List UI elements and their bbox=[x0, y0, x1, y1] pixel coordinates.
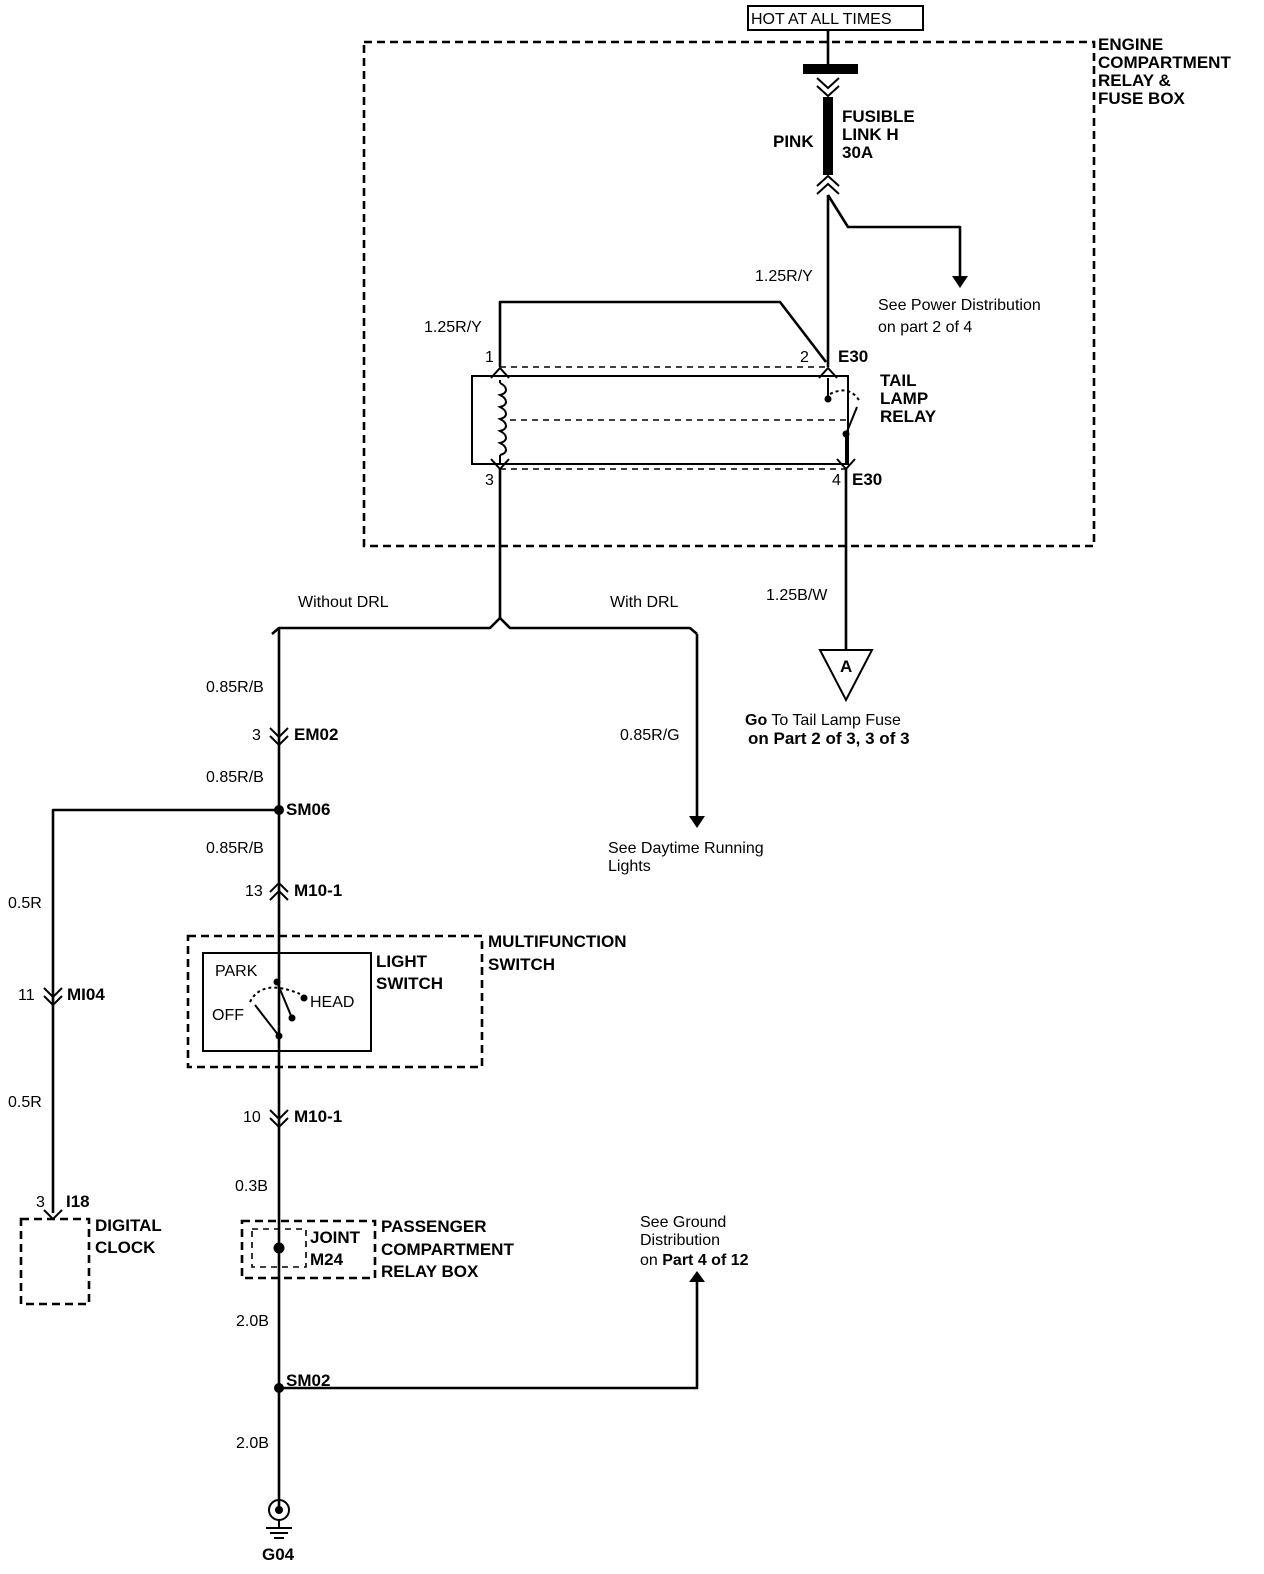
relay-connector-top: E30 bbox=[838, 347, 868, 366]
wire-without-drl-2: 0.85R/B bbox=[206, 769, 264, 786]
relay-pin-2: 2 bbox=[800, 349, 809, 366]
svg-text:RELAY &: RELAY & bbox=[1098, 71, 1171, 90]
light-switch-title-1: LIGHT bbox=[376, 952, 428, 971]
fusible-link-name-1: FUSIBLE bbox=[842, 107, 915, 126]
m10-bottom-connector: M10-1 bbox=[294, 1107, 342, 1126]
switch-pos-head: HEAD bbox=[310, 994, 354, 1011]
mi04-pin: 11 bbox=[18, 987, 35, 1004]
switch-pos-park: PARK bbox=[215, 963, 258, 980]
i18-connector: I18 bbox=[66, 1192, 90, 1211]
power-source-label: HOT AT ALL TIMES bbox=[751, 11, 892, 28]
digital-clock-branch: 0.5R 11 MI04 0.5R 3 I18 DIGITAL CLOCK bbox=[8, 808, 279, 1306]
svg-text:FUSE BOX: FUSE BOX bbox=[1098, 89, 1186, 108]
with-drl-branch: 0.85R/G See Daytime Running Lights bbox=[608, 634, 764, 875]
wire-output-label: 1.25B/W bbox=[766, 587, 828, 604]
tail-fuse-ref-line-1: Go To Tail Lamp Fuse bbox=[745, 712, 901, 729]
em02-connector: EM02 bbox=[294, 725, 338, 744]
relay-pin-3: 3 bbox=[485, 472, 494, 489]
wire-ground-2: 2.0B bbox=[236, 1435, 269, 1452]
wire-switch-ground: 0.3B bbox=[235, 1178, 268, 1195]
mi04-connector: MI04 bbox=[67, 985, 105, 1004]
wire-feed-label: 1.25R/Y bbox=[755, 268, 813, 285]
wire-coil-feed-label: 1.25R/Y bbox=[424, 319, 482, 336]
ground-distribution-branch: See Ground Distribution on Part 4 of 12 bbox=[279, 1214, 749, 1390]
relay-box-label-3: RELAY BOX bbox=[381, 1262, 479, 1281]
ground-ref-line-1: See Ground bbox=[640, 1214, 726, 1231]
relay-pin-1: 1 bbox=[485, 349, 494, 366]
multifunction-title-2: SWITCH bbox=[488, 955, 555, 974]
wire-clock-2: 0.5R bbox=[8, 1094, 42, 1111]
fusible-link: FUSIBLE LINK H 30A PINK bbox=[773, 30, 915, 195]
power-ref-line-2: on part 2 of 4 bbox=[878, 319, 972, 336]
i18-pin: 3 bbox=[36, 1194, 45, 1211]
tail-fuse-symbol: A bbox=[840, 657, 852, 676]
sm06-splice: SM06 bbox=[286, 800, 330, 819]
relay-connector-bottom: E30 bbox=[852, 470, 882, 489]
relay-name-3: RELAY bbox=[880, 407, 937, 426]
relay-pin-4: 4 bbox=[832, 472, 841, 489]
ground-ref-line-2: Distribution bbox=[640, 1232, 720, 1249]
m10-top-pin: 13 bbox=[245, 883, 263, 900]
joint-label-1: JOINT bbox=[310, 1228, 361, 1247]
digital-clock-label-2: CLOCK bbox=[95, 1238, 156, 1257]
svg-text:COMPARTMENT: COMPARTMENT bbox=[1098, 53, 1231, 72]
wire-with-drl-label: 0.85R/G bbox=[620, 727, 680, 744]
light-switch-title-2: SWITCH bbox=[376, 974, 443, 993]
fusible-link-rating: 30A bbox=[842, 143, 873, 162]
fusible-link-name-2: LINK H bbox=[842, 125, 899, 144]
m10-top-connector: M10-1 bbox=[294, 881, 342, 900]
ground-g04-label: G04 bbox=[262, 1545, 295, 1564]
drl-ref-line-1: See Daytime Running bbox=[608, 840, 764, 857]
tail-fuse-output: 1.25B/W A Go To Tail Lamp Fuse on Part 2… bbox=[745, 469, 910, 748]
ground-g04: G04 bbox=[262, 1499, 295, 1564]
engine-compartment-box bbox=[362, 40, 1096, 548]
relay-box-label-2: COMPARTMENT bbox=[381, 1240, 514, 1259]
switch-pos-off: OFF bbox=[212, 1007, 244, 1024]
wire-clock-1: 0.5R bbox=[8, 895, 42, 912]
main-trunk: 0.85R/B 3 EM02 0.85R/B SM06 0.85R/B 13 M… bbox=[206, 628, 342, 1510]
power-ref-line-1: See Power Distribution bbox=[878, 297, 1041, 314]
engine-box-title: ENGINE COMPARTMENT RELAY & FUSE BOX bbox=[1098, 35, 1231, 108]
tail-fuse-ref-line-2: on Part 2 of 3, 3 of 3 bbox=[748, 729, 910, 748]
branch-with-drl: With DRL bbox=[610, 594, 679, 611]
wire-without-drl-1: 0.85R/B bbox=[206, 679, 264, 696]
sm02-splice: SM02 bbox=[286, 1371, 330, 1390]
em02-pin: 3 bbox=[252, 727, 261, 744]
coil-feed-wire bbox=[498, 300, 828, 367]
drl-split-bus bbox=[271, 616, 698, 635]
multifunction-title-1: MULTIFUNCTION bbox=[488, 932, 627, 951]
relay-name-2: LAMP bbox=[880, 389, 928, 408]
wire-without-drl-3: 0.85R/B bbox=[206, 840, 264, 857]
relay-box-label-1: PASSENGER bbox=[381, 1217, 487, 1236]
joint-label-2: M24 bbox=[310, 1250, 344, 1269]
fusible-link-color: PINK bbox=[773, 132, 814, 151]
digital-clock-label-1: DIGITAL bbox=[95, 1216, 162, 1235]
ground-ref-line-3: on Part 4 of 12 bbox=[640, 1252, 749, 1269]
svg-text:ENGINE: ENGINE bbox=[1098, 35, 1163, 54]
relay-name-1: TAIL bbox=[880, 371, 917, 390]
power-distribution-branch: See Power Distribution on part 2 of 4 bbox=[826, 194, 1041, 336]
branch-without-drl: Without DRL bbox=[298, 594, 389, 611]
wire-ground-1: 2.0B bbox=[236, 1313, 269, 1330]
passenger-relay-box: JOINT M24 PASSENGER COMPARTMENT RELAY BO… bbox=[240, 1217, 514, 1281]
multifunction-switch: MULTIFUNCTION SWITCH LIGHT SWITCH PARK O… bbox=[186, 932, 627, 1069]
m10-bottom-pin: 10 bbox=[243, 1109, 261, 1126]
tail-lamp-relay: 1 2 3 4 E30 E30 TAIL LAMP RELAY bbox=[471, 347, 937, 489]
drl-ref-line-2: Lights bbox=[608, 858, 651, 875]
power-source: HOT AT ALL TIMES bbox=[747, 5, 924, 31]
